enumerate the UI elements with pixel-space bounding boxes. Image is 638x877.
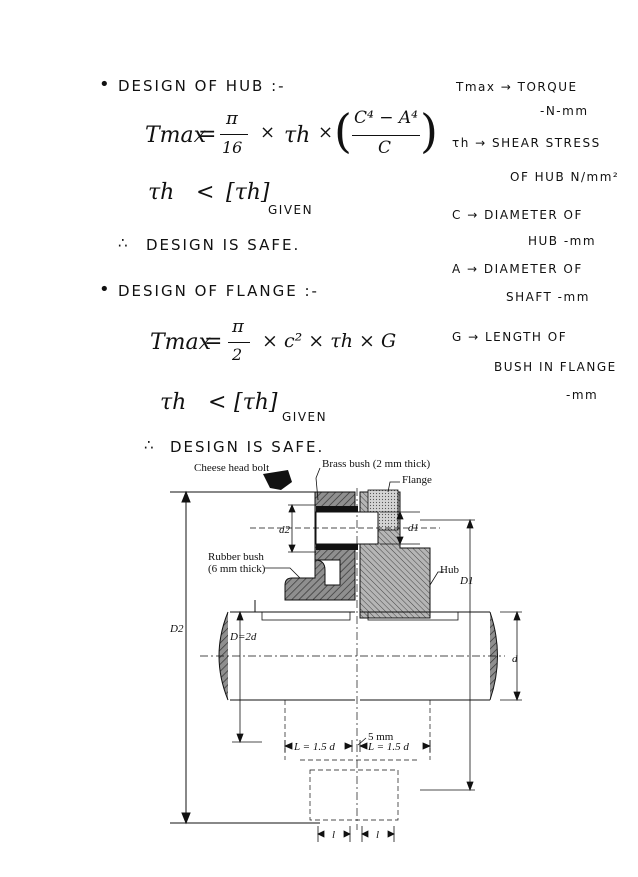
d2-dim [288,503,316,554]
legend-tmax-1: Tmax → TORQUE [456,80,578,94]
legend-c-2: HUB -mm [528,234,597,248]
heading-design-of-flange: DESIGN OF FLANGE :- [118,282,319,300]
eq1-frac-bar2 [352,135,420,136]
cond1-lt: < [196,180,215,205]
label-D2: D2 [169,623,184,635]
label-rubber-bush-1: Rubber bush [208,551,264,563]
l-dims [317,826,395,842]
eq1-frac-bar [220,134,248,135]
cond1-limit: [τh] [226,180,270,205]
eq1-times2: × [318,122,334,143]
eq1-times1: × [260,122,276,143]
D-2d-dim [232,610,262,744]
label-D-2d: D=2d [229,631,257,643]
legend-tau-1: τh → SHEAR STRESS [452,136,601,150]
hidden-lines [284,700,431,821]
d1-dim [380,510,420,546]
cond2-limit: [τh] [234,390,278,415]
legend-g-3: -mm [566,388,599,402]
eq1-denominator: C [378,138,392,158]
eq1-tmax: Tmax [145,123,207,148]
cond2-tau: τh [160,390,187,415]
eq2-two: 2 [232,345,243,364]
eq1-paren-right: ) [420,104,438,158]
d2-dimension [181,490,191,825]
legend-tmax-2: -N-mm [540,104,589,118]
eq1-equals: = [198,122,217,147]
label-brass-bush: Brass bush (2 mm thick) [322,458,430,470]
label-d1-small: d1 [408,522,419,534]
label-hub: Hub [440,564,459,576]
eq1-numerator: C⁴ − A⁴ [354,108,418,128]
legend-g-2: BUSH IN FLANGE [494,360,617,374]
rubber-bush-bottom [316,544,358,550]
eq1-tau: τh [284,123,311,148]
eq2-pi: π [232,316,244,337]
label-d: d [512,653,518,665]
d-dim [500,610,522,702]
cond1-given: GIVEN [268,203,314,217]
eq2-frac-bar [228,342,250,343]
eq1-16: 16 [222,138,243,157]
label-flange: Flange [402,474,432,486]
eq2-equals: = [204,329,223,354]
label-l-right: l [376,829,379,841]
label-L-left: L = 1.5 d [293,741,335,753]
conclusion-2: DESIGN IS SAFE. [170,438,325,456]
legend-tau-2: OF HUB N/mm² [510,170,620,184]
therefore-1: ∴ [118,234,130,252]
key-lines [261,611,459,621]
legend-c-1: C → DIAMETER OF [452,208,583,222]
label-d2-small: d2 [279,524,291,536]
L-dims [283,740,432,752]
cond2-lt: < [208,390,227,415]
cheese-head-bolt-head [263,470,292,490]
center-lines [200,488,505,830]
label-5mm: 5 mm [368,731,394,743]
label-L-right: L = 1.5 d [367,741,409,753]
eq1-paren-left: ( [334,104,352,158]
label-D1: D1 [459,575,473,587]
d2-extension-lines [170,491,320,824]
eq1-pi: π [226,108,238,129]
legend-g-1: G → LENGTH OF [452,330,568,344]
cond1-tau: τh [148,180,175,205]
bullet-dot-hub: • [99,74,112,95]
cond2-given: GIVEN [282,410,328,424]
eq2-tmax: Tmax [150,330,212,355]
bullet-dot-flange: • [99,279,112,300]
conclusion-1: DESIGN IS SAFE. [146,236,301,254]
legend-a-2: SHAFT -mm [506,290,590,304]
label-cheese-head-bolt: Cheese head bolt [194,462,269,474]
legend-a-1: A → DIAMETER OF [452,262,583,276]
leader-lines [265,467,444,746]
D1-dim [420,518,475,792]
eq2-rest: × c² × τh × G [262,330,397,352]
therefore-2: ∴ [144,436,156,454]
label-l-left: l [332,829,335,841]
rubber-bush-top [316,506,358,512]
heading-design-of-hub: DESIGN OF HUB :- [118,77,286,95]
label-rubber-bush-2: (6 mm thick) [208,563,266,575]
